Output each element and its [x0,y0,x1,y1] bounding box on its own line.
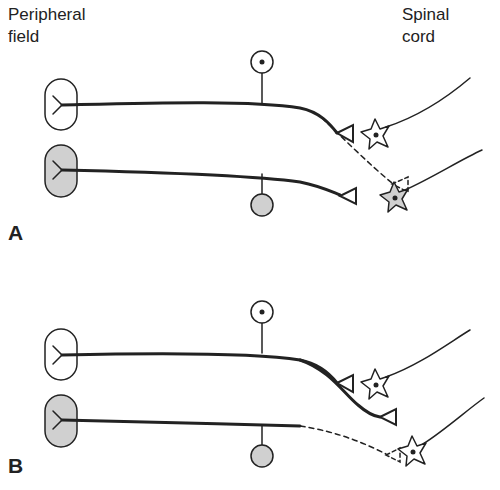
ganglion-cell [251,194,273,216]
spinal-neuron [361,369,389,399]
ganglion-cell [251,51,273,73]
neuron-process [423,398,484,444]
ganglion-cell [251,301,273,323]
axon-terminal [337,375,353,392]
cell-stalk [261,73,263,103]
dashed-branch [322,118,392,183]
neuron-process [386,330,470,377]
neuron-process [386,78,470,127]
nucleus [260,310,265,315]
axon [62,354,337,383]
sprouted-branch [300,360,380,417]
cell-stalk [261,174,263,194]
nucleus [374,383,379,388]
nucleus [260,60,265,65]
nucleus [411,450,416,455]
neuron-process [405,150,482,190]
axon [62,420,300,426]
spinal-neuron [398,436,426,466]
spinal-neuron [361,119,389,149]
axon-terminal [380,409,396,425]
degenerated-axon [300,426,386,454]
spinal-neuron [380,182,408,212]
field-label: Peripheral field [8,4,103,48]
axon-terminal [340,188,356,204]
axon [62,103,337,133]
ganglion-cell [251,445,273,467]
panel-letter: A [8,222,48,244]
axon [62,170,340,195]
cell-stalk [261,323,263,353]
nucleus [393,196,398,201]
nucleus [374,133,379,138]
cell-stalk [261,425,263,445]
region-label: Spinal cord [402,4,482,48]
panel-letter: B [8,455,48,477]
axon-terminal [386,448,400,462]
